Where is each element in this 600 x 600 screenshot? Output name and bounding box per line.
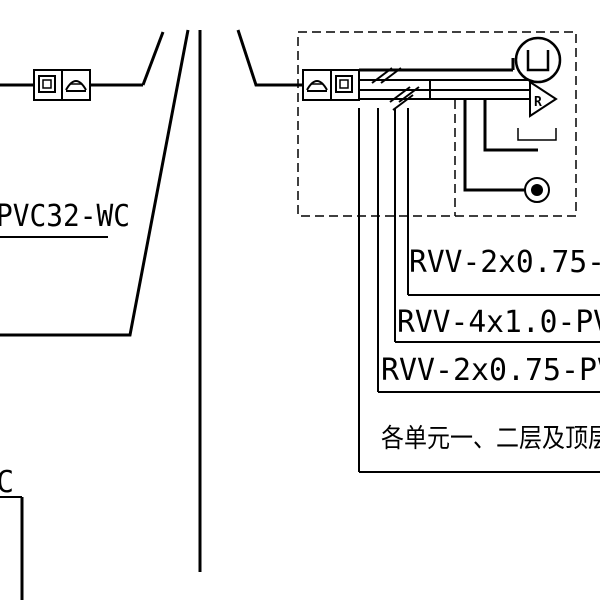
junction-box-icon	[38, 75, 56, 93]
door-contact-icon: R	[517, 80, 558, 141]
conduit-label-left: PVC32-WC	[0, 199, 130, 234]
door-lock-icon	[524, 177, 550, 203]
cable-label-1: RVV-2x0.75-	[409, 245, 600, 280]
cable-label-2: RVV-4x1.0-PV	[397, 305, 600, 340]
camera-icon	[511, 36, 562, 84]
right-wiring	[236, 29, 600, 473]
left-junction-box	[33, 69, 91, 101]
intercom-handset-icon	[65, 80, 87, 92]
cable-label-3: RVV-2x0.75-PV	[381, 353, 600, 388]
junction-box-icon	[335, 75, 353, 93]
r-symbol-label: R	[534, 95, 542, 110]
note-label: 各单元一、二层及顶层	[381, 424, 600, 454]
partial-c-label: C	[0, 465, 14, 500]
right-junction-box	[302, 69, 360, 101]
intercom-handset-icon	[306, 80, 328, 92]
left-wiring	[0, 29, 190, 600]
